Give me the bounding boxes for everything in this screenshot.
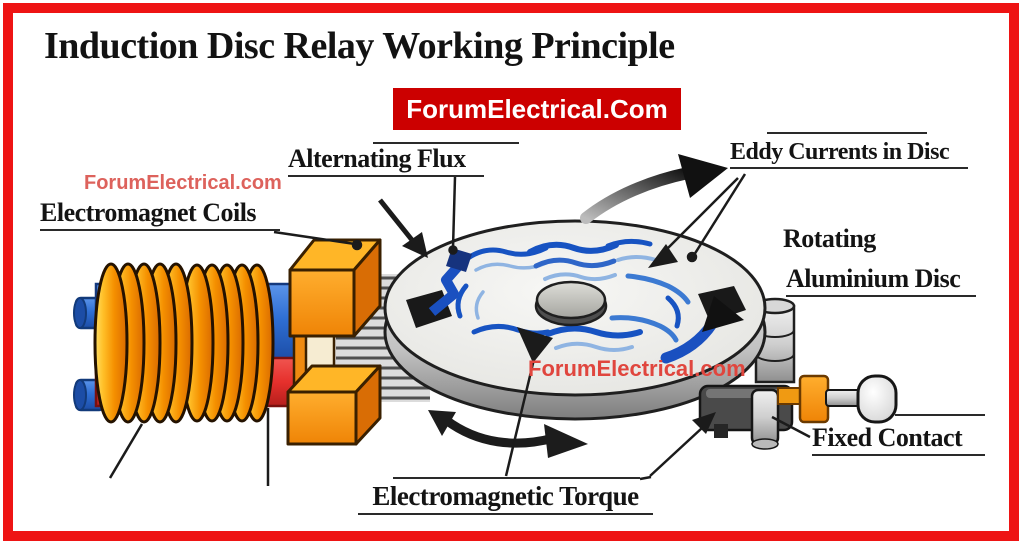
- page-title: Induction Disc Relay Working Principle: [44, 25, 675, 67]
- watermark-upper-left: ForumElectrical.com: [84, 172, 282, 194]
- electromagnet-coils-graphic: [93, 262, 300, 424]
- eddy-currents-top-rule: [767, 132, 927, 134]
- fixed-contact-assembly: [698, 374, 898, 450]
- label-electromagnet-coils: Electromagnet Coils: [40, 198, 280, 231]
- label-rotating: Rotating: [783, 224, 876, 253]
- fixed-contact-top-rule: [895, 414, 985, 416]
- label-aluminium-disc: Aluminium Disc: [786, 264, 976, 297]
- label-alternating-flux: Alternating Flux: [288, 144, 484, 177]
- eddy-current-swirls: [455, 238, 691, 352]
- label-eddy-currents-in-disc: Eddy Currents in Disc: [730, 139, 968, 169]
- label-electromagnetic-torque: Electromagnetic Torque: [358, 481, 653, 515]
- disc-hub: [534, 280, 608, 327]
- brand-banner: ForumElectrical.Com: [393, 88, 681, 130]
- disc-flux-arrows: [406, 248, 746, 364]
- leader-lines: [108, 173, 811, 486]
- rotation-arrow: [580, 154, 728, 224]
- alternating-flux-top-rule: [373, 142, 519, 144]
- electromagnetic-torque-top-rule: [393, 477, 640, 479]
- torque-arrow: [428, 410, 588, 458]
- magnet-yoke-graphic: [286, 238, 382, 446]
- watermark-on-disc: ForumElectrical.com: [528, 356, 746, 381]
- label-fixed-contact: Fixed Contact: [812, 423, 985, 456]
